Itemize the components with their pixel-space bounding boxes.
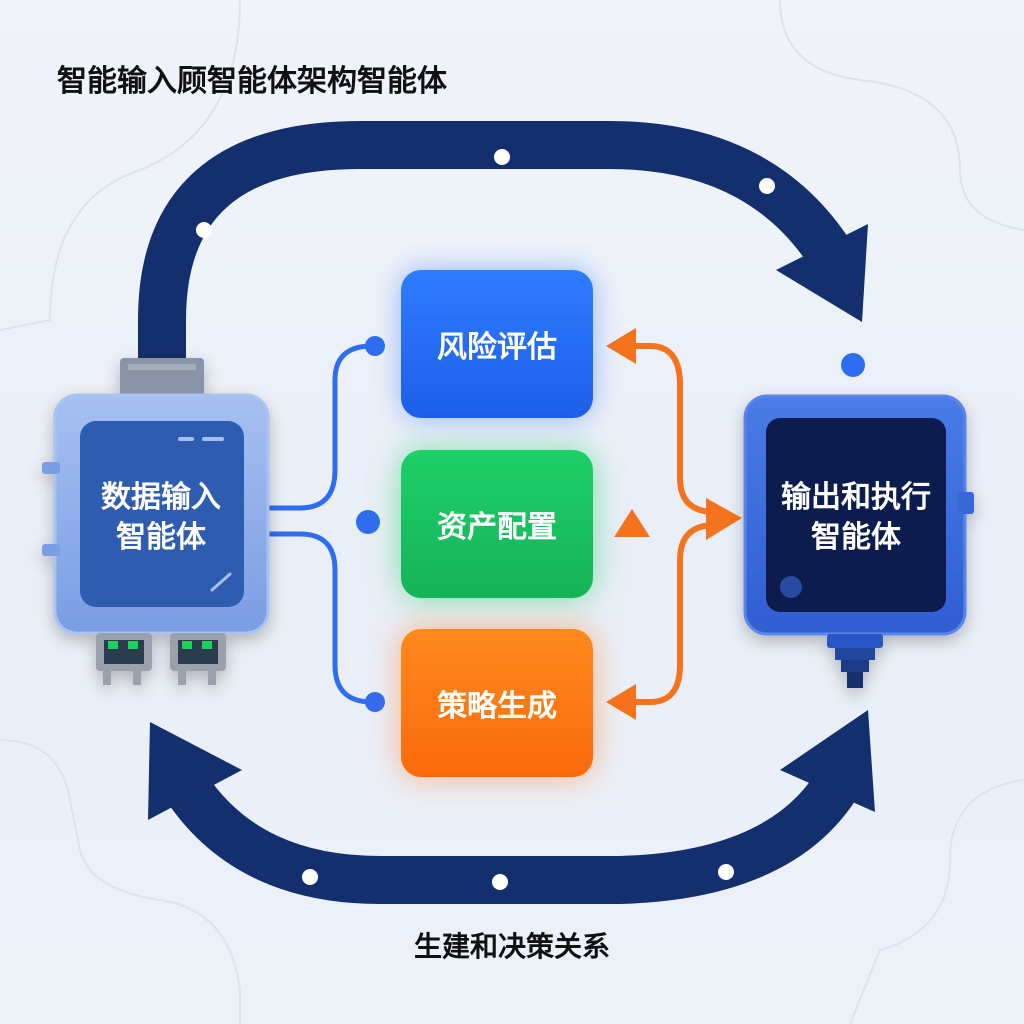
input-agent-device [42, 358, 270, 685]
strategy-generation-box: 策略生成 [401, 629, 593, 777]
arrowhead [706, 498, 742, 540]
output-agent-label-line1: 输出和执行 [781, 480, 931, 515]
output-agent-label-line2: 智能体 [811, 520, 901, 555]
input-agent-label: 数据输入 智能体 [80, 478, 242, 558]
diagram-title: 智能输入顾智能体架构智能体 [57, 64, 447, 99]
flow-dot [494, 149, 510, 165]
arrowhead [606, 684, 636, 720]
status-dot [841, 353, 865, 377]
output-agent-device [743, 394, 974, 688]
risk-assessment-box: 风险评估 [401, 270, 593, 418]
top-flow-arrow [138, 121, 868, 360]
flow-dot [492, 874, 508, 890]
strategy-generation-label: 策略生成 [437, 689, 557, 724]
connector-node [356, 510, 380, 534]
connector-node [365, 692, 385, 712]
input-connectors [265, 343, 375, 705]
risk-assessment-label: 风险评估 [437, 330, 557, 365]
input-agent-label-line1: 数据输入 [101, 480, 221, 515]
asset-allocation-box: 资产配置 [401, 450, 593, 598]
output-agent-label: 输出和执行 智能体 [766, 478, 946, 558]
flow-dot [302, 869, 318, 885]
asset-allocation-label: 资产配置 [437, 510, 557, 545]
diagram-caption: 生建和决策关系 [413, 930, 610, 963]
output-connectors [622, 343, 718, 705]
flow-dot [196, 222, 212, 238]
bottom-flow-arrow [148, 710, 875, 904]
flow-dot [718, 864, 734, 880]
input-agent-label-line2: 智能体 [116, 520, 206, 555]
triangle-marker [614, 509, 650, 537]
flow-dot [759, 178, 775, 194]
arrowhead [606, 328, 636, 364]
connector-node [365, 336, 385, 356]
